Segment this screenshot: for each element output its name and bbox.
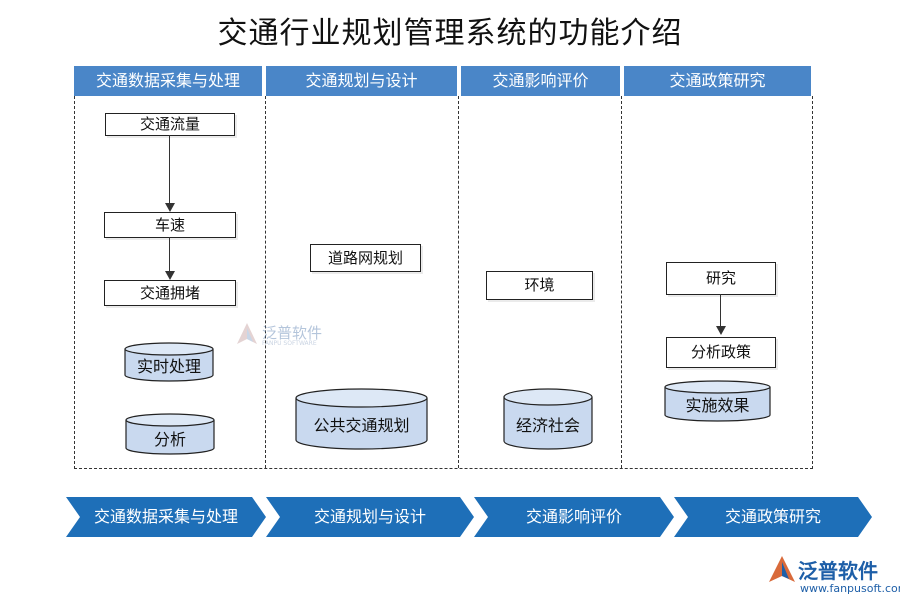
- store-label: 分析: [153, 430, 186, 449]
- column-header-data-collection: 交通数据采集与处理: [74, 66, 262, 96]
- process-step-label: 交通规划与设计: [313, 507, 426, 526]
- arrow-line: [169, 237, 170, 273]
- arrow-line: [169, 135, 170, 205]
- store-realtime-processing: 实时处理: [124, 342, 214, 382]
- step-research: 研究: [666, 262, 776, 295]
- fanpu-watermark: 泛普软件 FANPU SOFTWARE: [236, 322, 322, 350]
- fanpu-logo: 泛普软件 www.fanpusoft.com: [768, 555, 900, 599]
- store-label: 经济社会: [515, 416, 580, 435]
- column-divider: [265, 96, 266, 468]
- arrow-line: [720, 294, 721, 328]
- page-title: 交通行业规划管理系统的功能介绍: [217, 16, 683, 51]
- step-environment: 环境: [486, 271, 593, 300]
- store-analysis: 分析: [125, 413, 215, 455]
- fanpu-logo-icon: [769, 556, 795, 582]
- logo-text: 泛普软件: [798, 559, 878, 583]
- process-step-1: 交通数据采集与处理: [66, 497, 266, 537]
- process-step-label: 交通数据采集与处理: [93, 507, 238, 526]
- step-traffic-congestion: 交通拥堵: [104, 280, 236, 306]
- column-divider: [458, 96, 459, 468]
- store-label: 公共交通规划: [313, 416, 410, 435]
- watermark-subtext: FANPU SOFTWARE: [262, 340, 317, 347]
- process-step-4: 交通政策研究: [674, 497, 872, 537]
- store-implementation-effect: 实施效果: [664, 380, 771, 422]
- diagram-frame: [74, 96, 813, 469]
- store-economy-society: 经济社会: [503, 388, 593, 450]
- step-vehicle-speed: 车速: [104, 212, 236, 238]
- column-divider: [621, 96, 622, 468]
- process-step-3: 交通影响评价: [474, 497, 674, 537]
- column-header-impact-evaluation: 交通影响评价: [461, 66, 620, 96]
- step-analyze-policy: 分析政策: [666, 337, 776, 368]
- arrow-head: [165, 203, 175, 212]
- arrow-head: [165, 271, 175, 280]
- fanpu-watermark-icon: [237, 323, 257, 344]
- step-traffic-flow: 交通流量: [105, 113, 235, 136]
- step-road-network-planning: 道路网规划: [310, 244, 421, 272]
- process-step-label: 交通政策研究: [724, 507, 821, 526]
- watermark-text: 泛普软件: [262, 324, 323, 342]
- logo-url: www.fanpusoft.com: [800, 582, 900, 595]
- process-step-2: 交通规划与设计: [266, 497, 474, 537]
- store-label: 实施效果: [685, 396, 750, 415]
- column-header-policy-research: 交通政策研究: [624, 66, 811, 96]
- store-label: 实时处理: [136, 357, 201, 376]
- arrow-head: [716, 326, 726, 335]
- column-header-planning-design: 交通规划与设计: [266, 66, 457, 96]
- store-public-transport-planning: 公共交通规划: [295, 388, 428, 450]
- process-step-label: 交通影响评价: [525, 507, 622, 526]
